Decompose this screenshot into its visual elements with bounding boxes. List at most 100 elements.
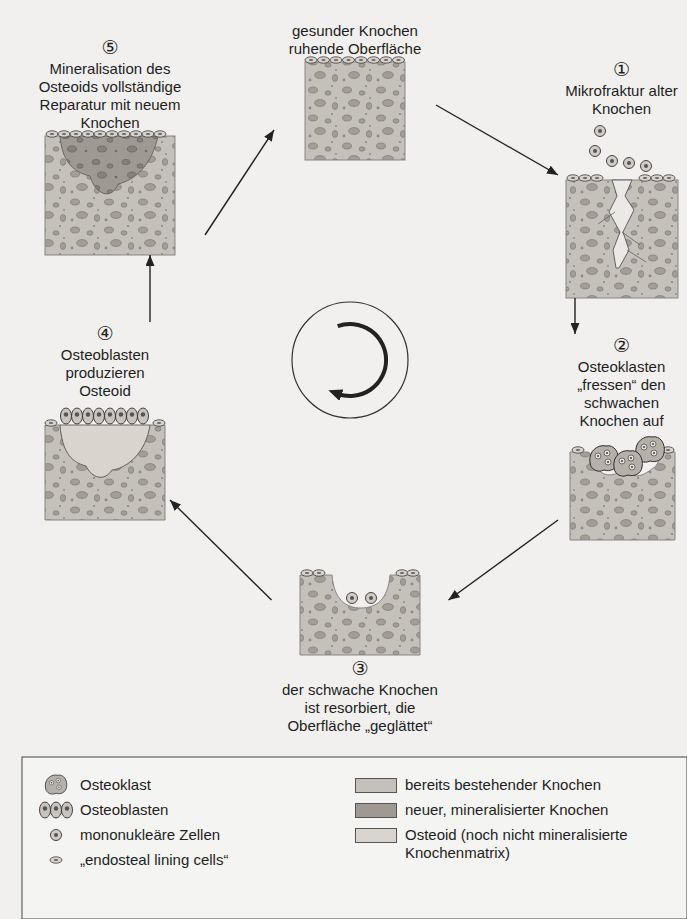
legend-swatch (355, 778, 397, 793)
lining-cell (153, 420, 165, 426)
lining-cell (130, 131, 142, 137)
new-bone (60, 136, 158, 194)
legend-swatch (355, 828, 397, 843)
lining-cell (313, 570, 325, 576)
mononuclear-cell (347, 593, 358, 604)
osteoclast-sample (45, 775, 66, 794)
osteoblast (40, 802, 51, 818)
lining-cell (318, 57, 330, 63)
osteoblast (61, 408, 72, 424)
lining-cell (330, 57, 342, 63)
bone-block (300, 575, 420, 655)
osteoid (60, 425, 150, 477)
legend-label: „endosteal lining cells“ (80, 851, 228, 869)
legend-swatch (355, 803, 397, 818)
legend-label: Osteoklast (80, 776, 151, 794)
lining-cell (651, 175, 663, 181)
fracture-line (598, 212, 646, 262)
mononuclear-cell (595, 126, 606, 137)
lining-cell (82, 131, 94, 137)
bone-block (45, 136, 175, 255)
mononuclear-cell (641, 161, 652, 172)
lining-cell (663, 175, 675, 181)
legend-label: mononukleäre Zellen (80, 826, 220, 844)
bone-illustration (45, 408, 165, 520)
lining-cell (106, 131, 118, 137)
stage-panel: ①Mikrofraktur alter Knochen (558, 58, 685, 298)
mononuclear-cell (624, 158, 635, 169)
bone-illustration (566, 126, 678, 299)
legend-frame (22, 757, 687, 919)
stage-panel: ⑤Mineralisation des Osteoids vollständig… (15, 36, 205, 255)
lining-cell (579, 175, 591, 181)
lining-cell (46, 131, 58, 137)
bone-illustration (305, 57, 405, 160)
legend-label: Osteoid (noch nicht mineralisierte Knoch… (405, 826, 645, 862)
cycle-arrow (449, 520, 559, 600)
lining-cell (591, 175, 603, 181)
osteoblast (94, 408, 105, 424)
bone-block (566, 180, 678, 298)
bone-illustration (570, 437, 675, 540)
cycle-circle (292, 302, 408, 418)
osteoblast (62, 802, 73, 818)
osteoclast (614, 451, 643, 476)
step-number: ④ (96, 322, 113, 344)
lining-cell (368, 57, 380, 63)
osteoblast (83, 408, 94, 424)
osteoblast (138, 408, 149, 424)
mononuclear-cell (366, 593, 377, 604)
osteoblast (116, 408, 127, 424)
lining-cell (58, 131, 70, 137)
cycle-symbol (292, 302, 408, 418)
stage-panel: ③der schwache Knochen ist resorbiert, di… (272, 572, 449, 735)
stage-panel: ④Osteoblasten produzieren Osteoid (40, 322, 170, 520)
lining-cell (407, 570, 419, 576)
fracture (609, 180, 634, 268)
stage-label: Mineralisation des Osteoids vollständige… (21, 60, 199, 132)
osteoblast (105, 408, 116, 424)
lining-cell (142, 131, 154, 137)
legend-label: bereits bestehender Knochen (405, 776, 601, 794)
lining-cell (572, 447, 584, 453)
lining-cell (45, 420, 57, 426)
osteoblast (72, 408, 83, 424)
osteoblast-sample (40, 802, 73, 818)
stage-label: der schwache Knochen ist resorbiert, die… (278, 681, 443, 735)
mononuclear-sample (51, 830, 62, 841)
cycle-arrow (338, 324, 386, 396)
lining-cell (70, 131, 82, 137)
step-number: ⑤ (101, 36, 118, 58)
cycle-arrow (170, 500, 272, 600)
legend-label: neuer, mineralisierter Knochen (405, 801, 608, 819)
lining-cell (343, 57, 355, 63)
bone-block (305, 62, 405, 160)
lining-cell (355, 57, 367, 63)
bone-block (45, 425, 165, 520)
cycle-arrow (574, 298, 575, 334)
step-number: ① (613, 58, 630, 80)
cycle-arrow (436, 105, 558, 175)
step-number: ② (613, 334, 630, 356)
bone-illustration (45, 131, 175, 255)
osteoblast (51, 802, 62, 818)
lining-cell (393, 57, 405, 63)
lining-cell (154, 131, 166, 137)
lining-cell (380, 57, 392, 63)
stage-label: Mikrofraktur alter Knochen (564, 82, 679, 118)
lining-cell (639, 175, 651, 181)
lining-cell (567, 175, 579, 181)
stage-label: gesunder Knochen ruhende Oberfläche (280, 22, 430, 58)
step-number: ③ (351, 657, 368, 679)
lining-cell (305, 57, 317, 63)
legend-label: Osteoblasten (80, 801, 168, 819)
lining-cell (301, 570, 313, 576)
bone-illustration (300, 570, 420, 655)
lining-cell (94, 131, 106, 137)
stage-panel: ②Osteoklasten „fressen“ den schwachen Kn… (558, 334, 685, 540)
cycle-arrow (205, 130, 274, 235)
cycle-arrow (149, 255, 150, 322)
lining-cell (118, 131, 130, 137)
